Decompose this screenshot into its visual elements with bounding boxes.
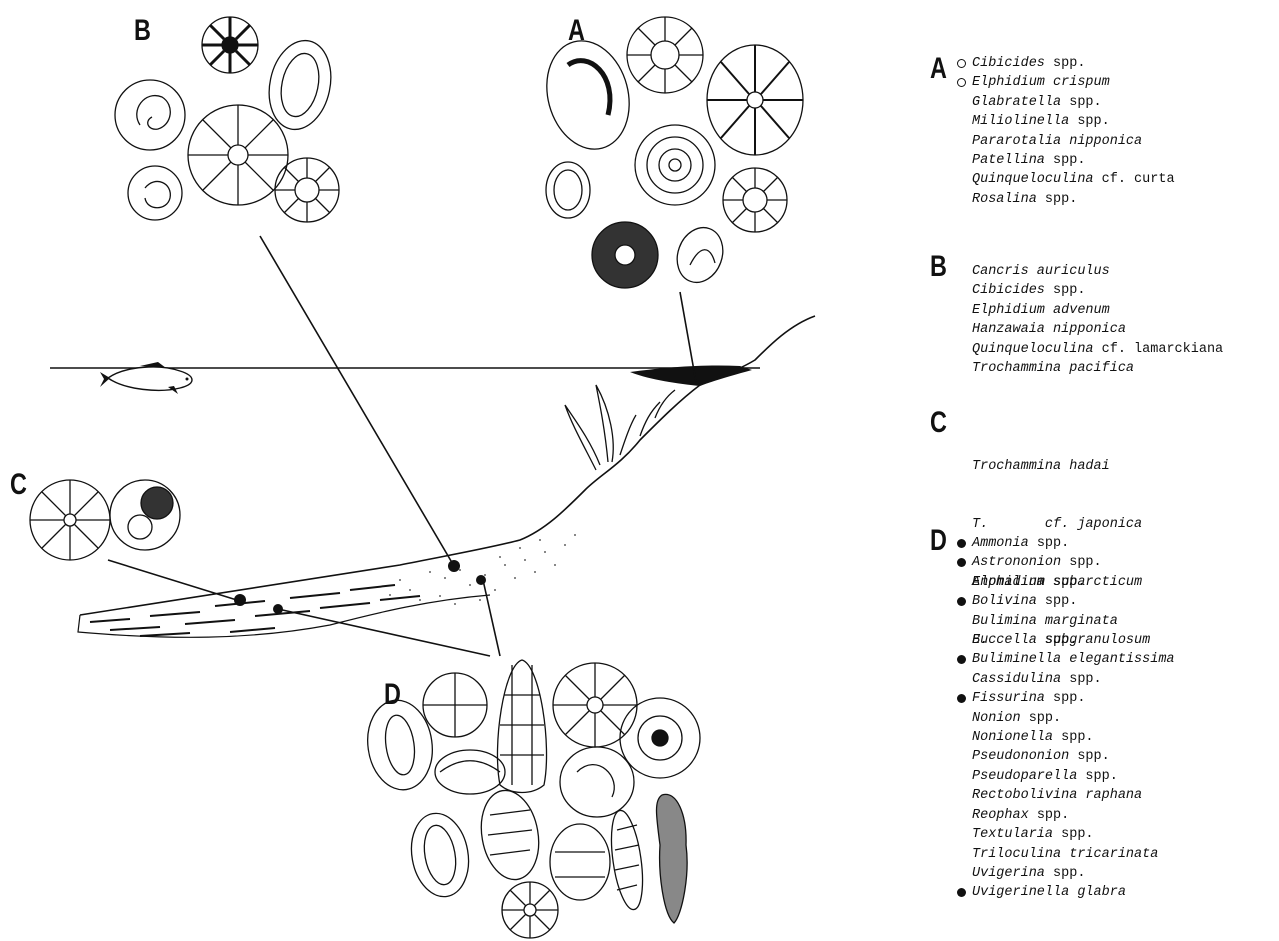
- species-item: Textularia spp.: [930, 825, 1275, 844]
- species-item: Ammonia spp.: [930, 534, 1275, 553]
- legend-a: A Cibicides spp. Elphidium crispum Glabr…: [930, 54, 1275, 209]
- sand-stipple: [389, 534, 576, 605]
- species-item: Patellina spp.: [930, 151, 1275, 170]
- marker-icon: [957, 791, 966, 800]
- mud-hatching: [90, 585, 420, 636]
- pointer-lines: [108, 236, 696, 656]
- species-item: Miliolinella spp.: [930, 112, 1275, 131]
- species-item: Fissurina spp.: [930, 689, 1275, 708]
- marker-icon: [957, 597, 966, 606]
- species-item: Cancris auriculus: [930, 262, 1275, 281]
- species-list-d: Ammonia spp.Astrononion spp.Anomalina sp…: [930, 534, 1275, 903]
- fish-icon: [100, 362, 192, 394]
- marker-icon: [957, 772, 966, 781]
- marker-icon: [957, 675, 966, 684]
- marker-icon: [957, 733, 966, 742]
- species-item: Glabratella spp.: [930, 93, 1275, 112]
- foraminifera-group-a: [535, 17, 803, 289]
- species-item: Nonionella spp.: [930, 728, 1275, 747]
- species-item: Elphidium crispum: [930, 73, 1275, 92]
- foraminifera-group-b: [115, 17, 339, 222]
- species-item: Rosalina spp.: [930, 190, 1275, 209]
- species-item: T. cf. japonica: [930, 515, 1275, 534]
- species-item: Cassidulina spp.: [930, 670, 1275, 689]
- species-item: Elphidium advenum: [930, 301, 1275, 320]
- species-item: Triloculina tricarinata: [930, 845, 1275, 864]
- species-item: Pseudoparella spp.: [930, 767, 1275, 786]
- marker-icon: [957, 195, 966, 204]
- marker-icon: [957, 811, 966, 820]
- marker-icon: [957, 345, 966, 354]
- marker-icon: [957, 59, 966, 68]
- species-item: Trochammina pacifica: [930, 359, 1275, 378]
- foraminifera-group-c: [30, 480, 180, 560]
- zone-label-d: D: [384, 680, 401, 710]
- marker-icon: [957, 655, 966, 664]
- marker-icon: [957, 267, 966, 276]
- marker-icon: [957, 137, 966, 146]
- marker-icon: [957, 364, 966, 373]
- species-item: Pararotalia nipponica: [930, 132, 1275, 151]
- marker-icon: [957, 325, 966, 334]
- species-list-a: Cibicides spp. Elphidium crispum Glabrat…: [930, 54, 1275, 209]
- species-item: Nonion spp.: [930, 709, 1275, 728]
- marker-icon: [957, 520, 966, 529]
- species-item: Uvigerina spp.: [930, 864, 1275, 883]
- marker-icon: [957, 830, 966, 839]
- pointer-d-left: [278, 609, 490, 656]
- legend-d: D Ammonia spp.Astrononion spp.Anomalina …: [930, 534, 1275, 903]
- marker-icon: [957, 175, 966, 184]
- seaweed: [565, 385, 675, 470]
- species-item: Bolivina spp.: [930, 592, 1275, 611]
- species-item: Buliminella elegantissima: [930, 650, 1275, 669]
- species-list-b: Cancris auriculus Cibicides spp. Elphidi…: [930, 262, 1275, 378]
- species-item: Pseudononion spp.: [930, 747, 1275, 766]
- species-item: Astrononion spp.: [930, 553, 1275, 572]
- species-item: Uvigerinella glabra: [930, 883, 1275, 902]
- marker-icon: [957, 752, 966, 761]
- pointer-d-right: [483, 580, 500, 656]
- sediment-base: [78, 595, 490, 637]
- legend-letter-c: C: [930, 408, 947, 438]
- marker-icon: [957, 869, 966, 878]
- marker-icon: [957, 286, 966, 295]
- marker-icon: [957, 558, 966, 567]
- zone-label-a: A: [568, 16, 585, 46]
- marker-icon: [957, 98, 966, 107]
- marker-icon: [957, 578, 966, 587]
- marker-icon: [957, 617, 966, 626]
- slope-profile: [80, 316, 815, 615]
- species-item: Quinqueloculina cf. lamarckiana: [930, 340, 1275, 359]
- zone-label-c: C: [10, 470, 27, 500]
- species-item: Anomalina spp.: [930, 573, 1275, 592]
- species-item: Bulimina marginata: [930, 612, 1275, 631]
- marker-icon: [957, 636, 966, 645]
- marker-icon: [957, 539, 966, 548]
- pointer-b: [260, 236, 454, 566]
- species-item: Buccella spp.: [930, 631, 1275, 650]
- marker-icon: [957, 306, 966, 315]
- marker-icon: [957, 850, 966, 859]
- marker-icon: [957, 694, 966, 703]
- species-item: Rectobolivina raphana: [930, 786, 1275, 805]
- species-item: Cibicides spp.: [930, 54, 1275, 73]
- species-item: Trochammina hadai: [930, 457, 1275, 476]
- species-item: Hanzawaia nipponica: [930, 320, 1275, 339]
- zone-label-b: B: [134, 16, 151, 46]
- marker-icon: [957, 117, 966, 126]
- pointer-c: [108, 560, 240, 601]
- species-item: Cibicides spp.: [930, 281, 1275, 300]
- marker-icon: [957, 462, 966, 471]
- marker-icon: [957, 888, 966, 897]
- sample-points: [234, 560, 486, 614]
- species-item: Reophax spp.: [930, 806, 1275, 825]
- species-item: Quinqueloculina cf. curta: [930, 170, 1275, 189]
- marker-icon: [957, 714, 966, 723]
- legend-b: B Cancris auriculus Cibicides spp. Elphi…: [930, 262, 1275, 378]
- marker-icon: [957, 78, 966, 87]
- marker-icon: [957, 156, 966, 165]
- foraminifera-group-d: [362, 660, 700, 938]
